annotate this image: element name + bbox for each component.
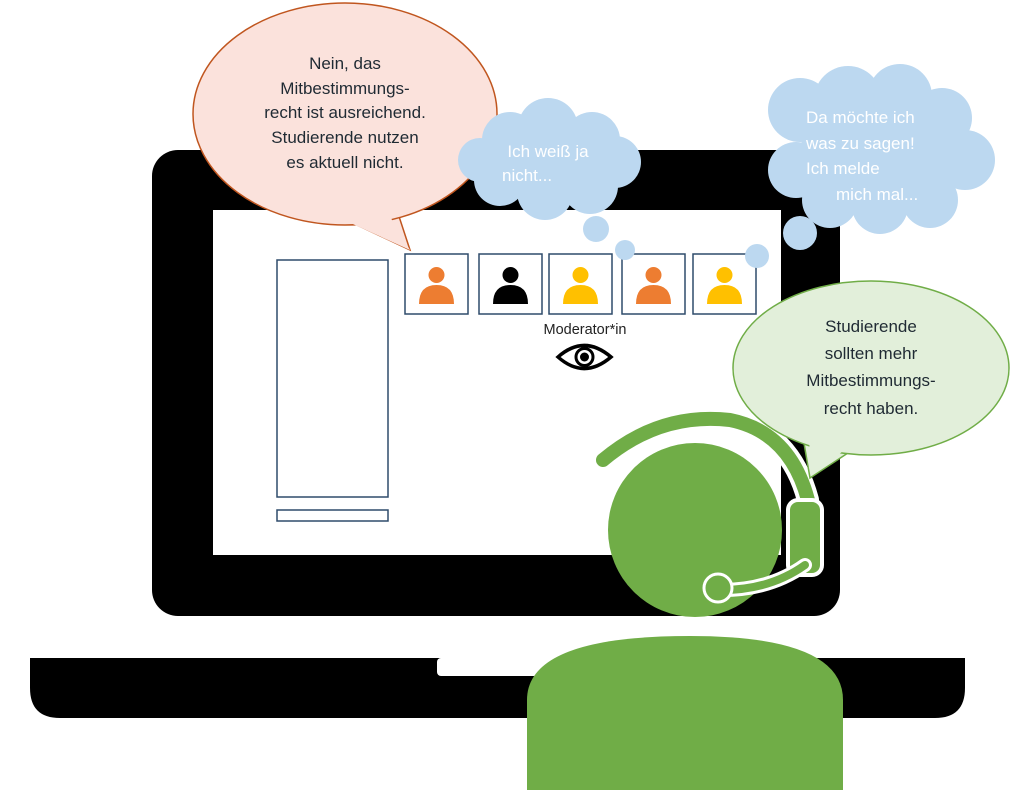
thought-cloud-small [458,98,641,260]
chat-input-box [276,509,389,522]
eye-icon [555,343,614,371]
text-line: Studierende [825,317,917,336]
text-line: sollten mehr [824,344,918,364]
laptop-notch [437,658,559,676]
speech-bubble-left [192,2,498,252]
participant-tile [478,253,543,315]
text-line: recht haben. [823,398,919,418]
person-icon [563,267,598,304]
participant-tile [621,253,686,315]
text-line: es aktuell nicht. [286,152,404,172]
headset-icon [592,407,824,604]
text-line: recht ist ausreichend. [264,103,426,123]
moderator-body [527,636,843,790]
person-icon [636,267,671,304]
text-line: Studierende nutzen [271,127,419,147]
person-icon [493,267,528,304]
moderator-label: Moderator*in [543,322,627,338]
text-line: Da möchte ich [806,108,915,127]
participant-tile [692,253,757,315]
text-line: Mitbestimmungs- [280,78,410,98]
speech-bubble-left-text: Nein, das Mitbestimmungs- recht ist ausr… [225,52,465,175]
person-icon [707,267,742,304]
chat-panel [276,259,389,498]
text-line: Ich weiß ja [507,142,589,161]
text-line: Mitbestimmungs- [806,371,936,391]
text-line: was zu sagen! [806,133,915,153]
thought-cloud-small-text: Ich weiß ja nicht... [488,140,608,188]
participant-tile [548,253,613,315]
thought-cloud-right [745,64,995,268]
text-line: mich mal... [836,184,919,204]
thought-cloud-right-text: Da möchte ich was zu sagen! Ich melde mi… [806,105,956,207]
speech-bubble-right-text: Studierende sollten mehr Mitbestimmungs-… [776,313,966,422]
speech-bubble-right [732,280,1010,480]
person-icon [419,267,454,304]
moderator-figure [527,407,843,790]
moderator-head [608,443,782,617]
text-line: nicht... [502,165,553,185]
text-line: Nein, das [309,54,381,73]
text-line: Ich melde [806,159,880,178]
participant-tile [404,253,469,315]
